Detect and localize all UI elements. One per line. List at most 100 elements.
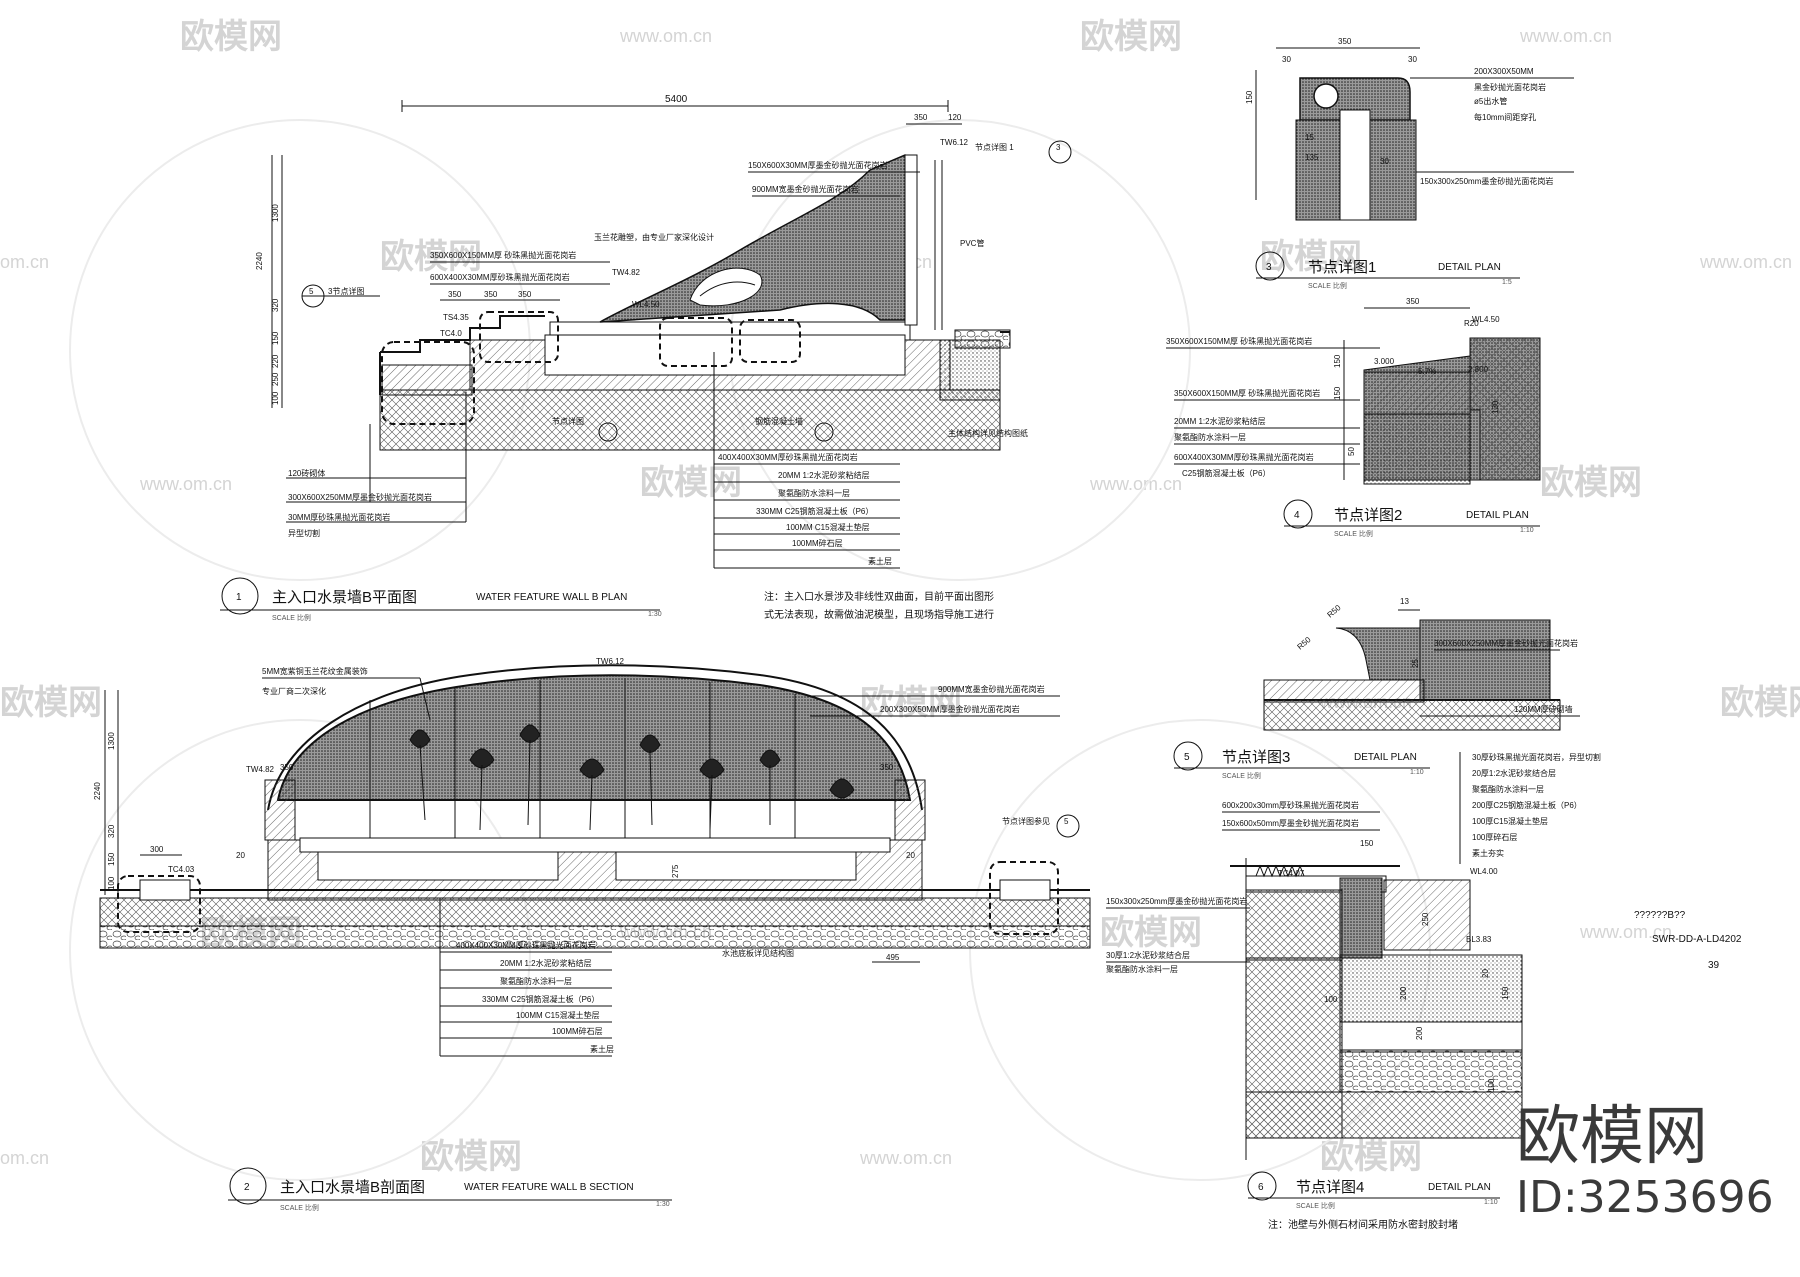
callout: 350X600X150MM厚 砂珠黑抛光面花岗岩 xyxy=(1174,388,1320,398)
dim: 300 xyxy=(150,845,164,854)
callout: 玉兰花雕塑，由专业厂家深化设计 xyxy=(594,232,714,242)
callout: 150x300x250mm墨金砂抛光面花岗岩 xyxy=(1420,176,1553,186)
detail-note: 注：池壁与外侧石材间采用防水密封胶封堵 xyxy=(1268,1218,1458,1231)
dim: 20 xyxy=(906,851,915,860)
vdim: 1300 xyxy=(107,732,116,750)
drawing-number: 1 xyxy=(236,592,242,603)
dim: 350 xyxy=(1406,297,1420,306)
detail-title-en: DETAIL PLAN xyxy=(1354,752,1417,763)
detail-number: 5 xyxy=(1184,752,1190,763)
sheet-code: ??????B?? xyxy=(1634,910,1686,921)
scale-label: SCALE 比例 xyxy=(1296,1201,1335,1210)
vdim: 320 xyxy=(271,298,280,312)
dim: 350 xyxy=(280,763,294,772)
vdim: 320 xyxy=(107,824,116,838)
callout: 200X300X50MM厚墨金砂抛光面花岗岩 xyxy=(880,704,1020,714)
drawing-title-en: WATER FEATURE WALL B SECTION xyxy=(464,1182,634,1193)
detail-title-cn: 节点详图1 xyxy=(1308,259,1376,276)
dim: 200 xyxy=(1399,986,1408,1000)
callout: 120MM厚砖砌墙 xyxy=(1514,704,1573,714)
vdim: 2240 xyxy=(93,782,102,800)
layer: 330MM C25钢筋混凝土板（P6） xyxy=(482,994,599,1004)
vdim: 1300 xyxy=(271,204,280,222)
dim: 30 xyxy=(1380,157,1389,166)
callout: 150x600x50mm厚墨金砂抛光面花岗岩 xyxy=(1222,818,1359,828)
dim-120: 120 xyxy=(948,113,962,122)
callout: ø5出水管 xyxy=(1474,96,1507,106)
left-notes: 120砖砌体 300X600X250MM厚墨金砂抛光面花岗岩 30MM厚砂珠黑抛… xyxy=(286,392,467,538)
callout: 聚氨酯防水涂料一层 xyxy=(1106,964,1178,974)
dim: 275 xyxy=(671,864,680,878)
layer: 聚氨酯防水涂料一层 xyxy=(778,488,850,498)
layer: 30厚砂珠黑抛光面花岗岩，异型切割 xyxy=(1472,752,1601,762)
dim: 150 xyxy=(1360,839,1374,848)
dim-overall: 5400 xyxy=(665,94,688,105)
dim: 100 xyxy=(1487,1078,1496,1092)
scale-label: SCALE 比例 xyxy=(1334,529,1373,538)
dim: 150 xyxy=(1245,90,1254,104)
callout: 300X600X250MM厚墨金砂抛光面花岗岩 xyxy=(1434,638,1578,648)
note: 节点详图 xyxy=(552,416,584,426)
dim: 50 xyxy=(1347,447,1356,456)
level-tc40: TC4.0 xyxy=(440,329,462,338)
sheet-info: ??????B?? SWR-DD-A-LD4202 39 xyxy=(1634,910,1742,971)
callout: 150x300x250mm厚墨金砂抛光面花岗岩 xyxy=(1106,896,1247,906)
layer: 100MM碎石层 xyxy=(792,538,843,548)
drawing-title-en: WATER FEATURE WALL B PLAN xyxy=(476,592,627,603)
scale-value: 1:10 xyxy=(1410,769,1424,776)
callout-circle: 5 xyxy=(309,287,314,296)
dim-350: 350 xyxy=(518,290,532,299)
level-tw612: TW6.12 xyxy=(596,657,625,666)
dim: 25 xyxy=(1411,659,1420,668)
watermark-url: www.om.cn xyxy=(1579,922,1672,942)
level-tw482: TW4.82 xyxy=(246,765,275,774)
callout: 节点详图参见 xyxy=(1002,816,1050,826)
detail-4: 350 R20 WL4.50 150 150 50 130 3.000 5.7%… xyxy=(1166,297,1541,538)
callout: 900MM宽墨金砂抛光面花岗岩 xyxy=(938,684,1045,694)
layer: 20MM 1:2水泥砂浆粘结层 xyxy=(500,958,592,968)
scale-value: 1:30 xyxy=(656,1201,670,1208)
drawing-title-cn: 主入口水景墙B平面图 xyxy=(272,589,417,606)
dim: 150 xyxy=(1501,986,1510,1000)
detail-title-cn: 节点详图2 xyxy=(1334,507,1402,524)
watermark-logo: 欧模网 xyxy=(380,237,482,277)
watermark-logo: 欧模网 xyxy=(1540,463,1642,503)
detail-number: 4 xyxy=(1294,510,1300,521)
vdim: 100 xyxy=(107,876,116,890)
watermark-url: www.om.cn xyxy=(1089,474,1182,494)
watermark-logo: 欧模网 xyxy=(420,1137,522,1177)
dim: 20 xyxy=(236,851,245,860)
layer: 100厚C15混凝土垫层 xyxy=(1472,816,1548,826)
vdim: 2240 xyxy=(255,252,264,270)
note: 300X600X250MM厚墨金砂抛光面花岗岩 xyxy=(288,492,432,502)
dim: 200 xyxy=(1415,1026,1424,1040)
level: TC4.07 xyxy=(1278,869,1305,878)
callout: 350X600X150MM厚 砂珠黑抛光面花岗岩 xyxy=(430,250,576,260)
layer: 100MM C15混凝土垫层 xyxy=(516,1010,600,1020)
level-tw612: TW6.12 xyxy=(940,138,969,147)
brand-id: ID:3253696 xyxy=(1516,1172,1774,1223)
detail-6: 30厚砂珠黑抛光面花岗岩，异型切割 20厚1:2水泥砂浆结合层 聚氨酯防水涂料一… xyxy=(1106,752,1601,1231)
dim: 30 xyxy=(1408,55,1417,64)
callout: 20MM 1:2水泥砂浆粘结层 xyxy=(1174,416,1266,426)
layer: 素土层 xyxy=(868,556,892,566)
level: WL4.50 xyxy=(1472,315,1500,324)
dim: 150 xyxy=(1333,386,1342,400)
sheet-page: 39 xyxy=(1708,960,1720,971)
watermark-logo: 欧模网 xyxy=(1320,1137,1422,1177)
dim-350: 350 xyxy=(484,290,498,299)
vdim: 100 xyxy=(271,391,280,405)
scale-value: 1:10 xyxy=(1520,527,1534,534)
layers-list-2: 400X400X30MM厚砂珠黑抛光面花岗岩 20MM 1:2水泥砂浆粘结层 聚… xyxy=(439,898,614,1057)
layer: 20MM 1:2水泥砂浆粘结层 xyxy=(778,470,870,480)
brand-name: 欧模网 xyxy=(1516,1100,1708,1174)
watermark-logo: 欧模网 xyxy=(0,683,102,723)
vdim: 150 xyxy=(271,331,280,345)
watermark-url: www.om.cn xyxy=(139,474,232,494)
level: 2.800 xyxy=(1468,365,1489,374)
section-drawing-2: 2240 1300 320 150 100 300 350 350 20 20 … xyxy=(93,657,1091,1212)
callout: 900MM宽墨金砂抛光面花岗岩 xyxy=(752,184,859,194)
watermark-url: www.om.cn xyxy=(619,26,712,46)
watermark-logo: 欧模网 xyxy=(180,17,282,57)
